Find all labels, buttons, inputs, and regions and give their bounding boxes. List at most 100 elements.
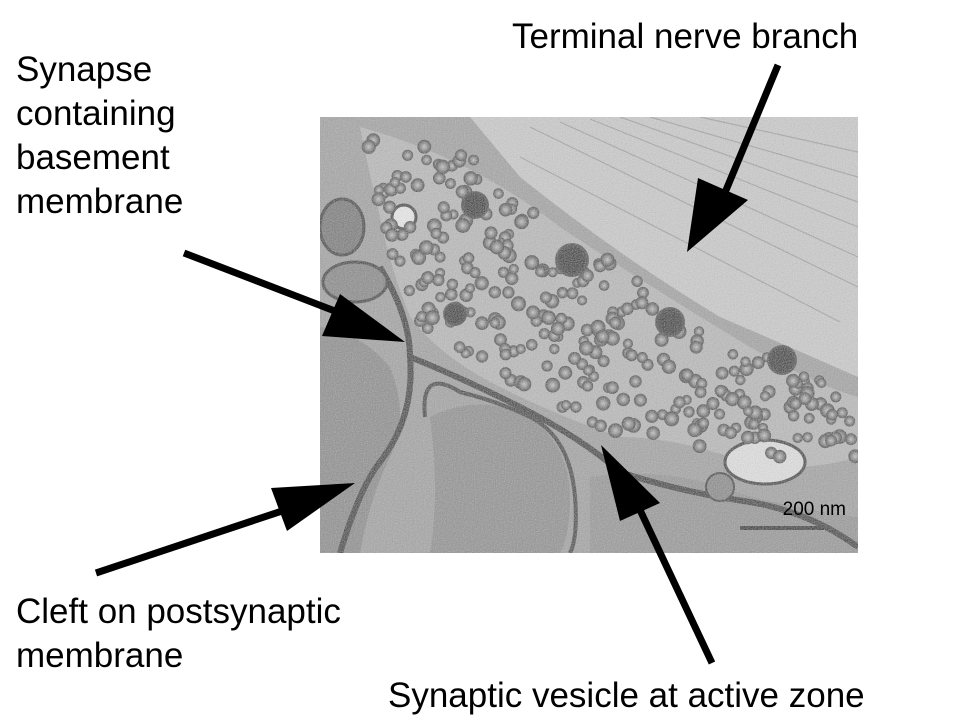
- synaptic-vesicle: [714, 408, 726, 420]
- synaptic-vesicle: [385, 228, 399, 242]
- synaptic-vesicle: [455, 218, 471, 233]
- label-synapse-line-1: Synapse: [16, 50, 153, 89]
- synaptic-vesicle: [596, 396, 611, 411]
- synaptic-vesicle: [689, 340, 703, 354]
- synaptic-vesicle: [577, 295, 588, 306]
- synaptic-vesicle: [706, 397, 720, 410]
- synaptic-vesicle: [580, 323, 594, 337]
- synaptic-vesicle: [798, 392, 812, 405]
- synaptic-vesicle: [629, 375, 642, 388]
- synaptic-vesicle: [727, 349, 739, 360]
- synaptic-vesicle: [416, 311, 428, 323]
- synaptic-vesicle: [645, 409, 659, 423]
- synaptic-vesicle: [469, 267, 481, 279]
- synaptic-vesicle: [489, 317, 501, 329]
- synaptic-vesicle: [608, 423, 623, 438]
- electron-micrograph: 200 nm: [320, 117, 858, 553]
- synaptic-vesicle: [748, 418, 760, 430]
- synaptic-vesicle: [508, 263, 519, 275]
- synaptic-vesicle: [581, 269, 594, 282]
- synaptic-vesicle: [595, 329, 610, 344]
- synaptic-vesicle: [816, 378, 827, 389]
- synaptic-vesicle: [555, 312, 568, 325]
- synaptic-vesicle: [517, 377, 532, 392]
- synaptic-vesicle: [435, 159, 450, 175]
- synaptic-vesicle: [538, 328, 550, 340]
- synaptic-vesicle: [606, 381, 619, 394]
- synaptic-vesicle: [386, 248, 399, 260]
- synaptic-vesicle: [714, 384, 727, 397]
- synaptic-vesicle: [539, 291, 552, 304]
- synaptic-vesicle: [743, 406, 754, 417]
- synaptic-vesicle: [830, 391, 842, 403]
- synaptic-vesicle: [566, 287, 579, 300]
- synaptic-vesicle: [505, 271, 519, 286]
- synaptic-vesicle: [411, 250, 427, 265]
- synaptic-vesicle: [421, 271, 435, 285]
- synaptic-vesicle: [582, 380, 594, 392]
- synaptic-vesicle: [803, 412, 815, 424]
- synaptic-vesicle: [826, 409, 838, 421]
- synaptic-vesicle: [484, 226, 498, 240]
- synaptic-vesicle: [724, 426, 737, 439]
- synaptic-vesicle: [535, 266, 546, 278]
- synaptic-vesicle: [419, 240, 434, 255]
- synaptic-vesicle: [696, 404, 711, 418]
- synaptic-vesicle: [787, 410, 800, 422]
- synaptic-vesicle: [394, 255, 406, 267]
- synaptic-vesicle: [437, 201, 450, 214]
- synaptic-vesicle: [683, 406, 695, 418]
- synaptic-vesicle: [433, 171, 446, 185]
- synaptic-vesicle: [579, 340, 594, 356]
- synaptic-vesicle: [694, 386, 707, 399]
- synaptic-vesicle: [545, 377, 561, 393]
- synaptic-vesicle: [597, 355, 610, 368]
- label-synapse-line-3: basement: [16, 138, 170, 177]
- synaptic-vesicle: [403, 285, 415, 297]
- synaptic-vesicle: [645, 302, 660, 316]
- synaptic-vesicle: [737, 395, 752, 410]
- synaptic-vesicle: [541, 360, 553, 372]
- label-synaptic-vesicle-active-zone: Synaptic vesicle at active zone: [388, 676, 865, 715]
- synaptic-vesicle: [417, 139, 432, 154]
- synaptic-vesicle: [848, 449, 858, 464]
- synaptic-vesicle: [556, 287, 569, 299]
- synaptic-vesicle: [515, 344, 526, 354]
- label-synapse-line-2: containing: [16, 94, 176, 133]
- synaptic-vesicle: [786, 373, 800, 388]
- synaptic-vesicle: [802, 432, 813, 443]
- synaptic-vesicle: [664, 411, 680, 427]
- synaptic-vesicle: [558, 365, 573, 380]
- synaptic-vesicle: [400, 171, 412, 183]
- synaptic-vesicle: [673, 396, 686, 409]
- synaptic-vesicle: [741, 430, 755, 445]
- synaptic-vesicle: [430, 227, 442, 240]
- label-synapse-basement-membrane: Synapse containing basement membrane: [16, 48, 183, 224]
- synaptic-vesicle: [598, 280, 610, 291]
- synaptic-vesicle: [735, 374, 746, 386]
- synaptic-vesicle: [453, 341, 466, 353]
- synaptic-vesicle: [371, 192, 386, 207]
- synaptic-vesicle: [715, 366, 729, 380]
- synaptic-vesicle: [570, 401, 582, 413]
- scale-bar-label: 200 nm: [782, 499, 846, 520]
- synaptic-vesicle: [616, 392, 630, 407]
- synaptic-vesicle: [792, 432, 803, 444]
- synaptic-vesicle: [383, 200, 397, 214]
- synaptic-vesicle: [462, 252, 475, 264]
- label-cleft-line-2: membrane: [16, 636, 184, 675]
- synaptic-vesicle: [654, 332, 669, 347]
- synaptic-vesicle: [425, 310, 440, 325]
- synaptic-vesicle: [511, 296, 526, 312]
- synaptic-vesicle: [692, 439, 707, 453]
- synaptic-vesicle: [361, 139, 376, 154]
- synaptic-vesicle: [600, 252, 615, 267]
- synaptic-vesicle: [499, 367, 512, 380]
- synaptic-vesicle: [468, 154, 479, 166]
- synaptic-vesicle: [421, 154, 432, 166]
- synaptic-vesicle: [524, 255, 540, 270]
- synaptic-vesicle: [547, 267, 558, 278]
- synaptic-vesicle: [844, 415, 856, 427]
- synaptic-vesicle: [687, 422, 702, 438]
- synaptic-vesicle: [499, 348, 512, 361]
